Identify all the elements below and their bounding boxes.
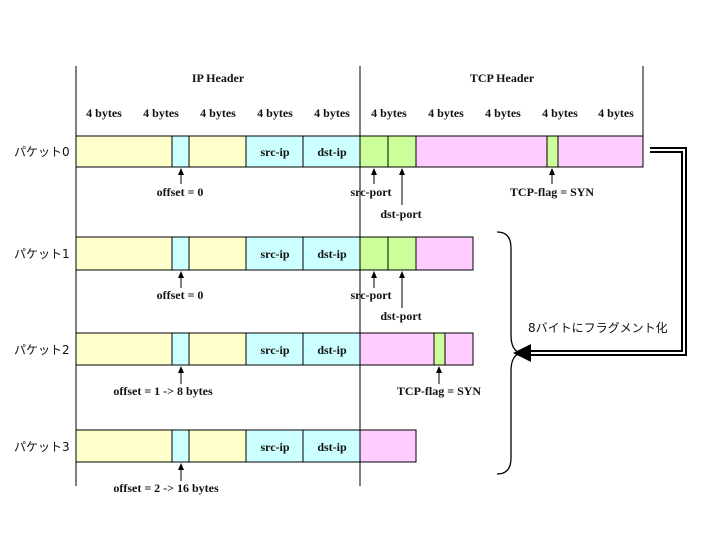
packet-0: パケット0 src-ip dst-ip offset = 0 src-port …	[14, 135, 644, 221]
fragmentation-arrow	[513, 147, 687, 362]
byte-label: 4 bytes	[200, 106, 236, 120]
packet-label: パケット3	[14, 440, 70, 454]
offset-label: offset = 1 -> 8 bytes	[113, 384, 213, 398]
fragment-offset-field	[171, 236, 190, 271]
byte-label: 4 bytes	[428, 106, 464, 120]
offset-arrow-head	[178, 366, 184, 373]
packet-3: パケット3 src-ip dst-ip offset = 2 -> 16 byt…	[14, 429, 417, 495]
dst-ip-field	[302, 236, 361, 271]
tcp-flag-label: TCP-flag = SYN	[397, 384, 482, 398]
src-port-label: src-port	[350, 185, 391, 199]
dst-ip-label: dst-ip	[317, 145, 347, 159]
byte-label: 4 bytes	[257, 106, 293, 120]
fragment-note: 8バイトにフラグメント化	[528, 321, 668, 335]
ip-segment	[188, 236, 247, 271]
ip-segment	[75, 332, 173, 366]
packet-2: パケット2 src-ip dst-ip offset = 1 -> 8 byte…	[14, 332, 482, 398]
arrow-head	[513, 344, 531, 362]
dst-ip-field	[302, 135, 361, 168]
ip-segment	[188, 332, 247, 366]
tcp-segment	[359, 332, 435, 366]
byte-label: 4 bytes	[485, 106, 521, 120]
byte-label: 4 bytes	[371, 106, 407, 120]
offset-arrow-head	[178, 463, 184, 470]
dst-port-field	[387, 236, 417, 271]
ip-header-title: IP Header	[192, 71, 245, 85]
ip-segment	[75, 135, 173, 168]
arrow-inner	[528, 149, 685, 354]
tcp-flag-arrow-head	[549, 168, 555, 175]
packet-label: パケット2	[14, 343, 70, 357]
src-ip-label: src-ip	[260, 145, 289, 159]
ip-segment	[75, 236, 173, 271]
byte-label: 4 bytes	[542, 106, 578, 120]
ip-segment	[188, 135, 247, 168]
dst-ip-label: dst-ip	[317, 343, 347, 357]
packet-label: パケット0	[14, 145, 70, 159]
src-ip-label: src-ip	[260, 440, 289, 454]
dst-port-label: dst-port	[380, 207, 421, 221]
ip-segment	[188, 429, 247, 463]
dst-port-arrow-head	[399, 168, 405, 175]
offset-label: offset = 2 -> 16 bytes	[113, 481, 219, 495]
src-port-field	[359, 236, 389, 271]
offset-arrow-head	[178, 271, 184, 278]
src-ip-field	[245, 236, 304, 271]
offset-label: offset = 0	[157, 288, 204, 302]
tcp-segment	[415, 236, 474, 271]
dst-port-label: dst-port	[380, 309, 421, 323]
tcp-flag-field	[433, 332, 446, 366]
src-port-arrow-head	[371, 168, 377, 175]
fragment-offset-field	[171, 429, 190, 463]
byte-label: 4 bytes	[314, 106, 350, 120]
dst-ip-field	[302, 429, 361, 463]
src-port-field	[359, 135, 389, 168]
src-ip-label: src-ip	[260, 247, 289, 261]
tcp-header-title: TCP Header	[470, 71, 535, 85]
byte-label: 4 bytes	[598, 106, 634, 120]
src-ip-label: src-ip	[260, 343, 289, 357]
tcp-segment	[444, 332, 474, 366]
tcp-flag-arrow-head	[436, 366, 442, 373]
tcp-flag-field	[546, 135, 559, 168]
dst-ip-label: dst-ip	[317, 440, 347, 454]
byte-label: 4 bytes	[86, 106, 122, 120]
fragment-offset-field	[171, 135, 190, 168]
dst-ip-field	[302, 332, 361, 366]
offset-label: offset = 0	[157, 185, 204, 199]
byte-labels: 4 bytes 4 bytes 4 bytes 4 bytes 4 bytes …	[86, 106, 634, 120]
dst-port-arrow-head	[399, 271, 405, 278]
src-port-arrow-head	[371, 271, 377, 278]
packet-1: パケット1 src-ip dst-ip offset = 0 src-port …	[14, 236, 474, 323]
fragment-offset-field	[171, 332, 190, 366]
tcp-segment	[359, 429, 417, 463]
dst-port-field	[387, 135, 417, 168]
ip-segment	[75, 429, 173, 463]
tcp-segment	[557, 135, 644, 168]
src-port-label: src-port	[350, 288, 391, 302]
tcp-segment	[415, 135, 548, 168]
dst-ip-label: dst-ip	[317, 247, 347, 261]
packet-label: パケット1	[14, 247, 70, 261]
byte-label: 4 bytes	[143, 106, 179, 120]
offset-arrow-head	[178, 168, 184, 175]
tcp-flag-label: TCP-flag = SYN	[510, 185, 595, 199]
